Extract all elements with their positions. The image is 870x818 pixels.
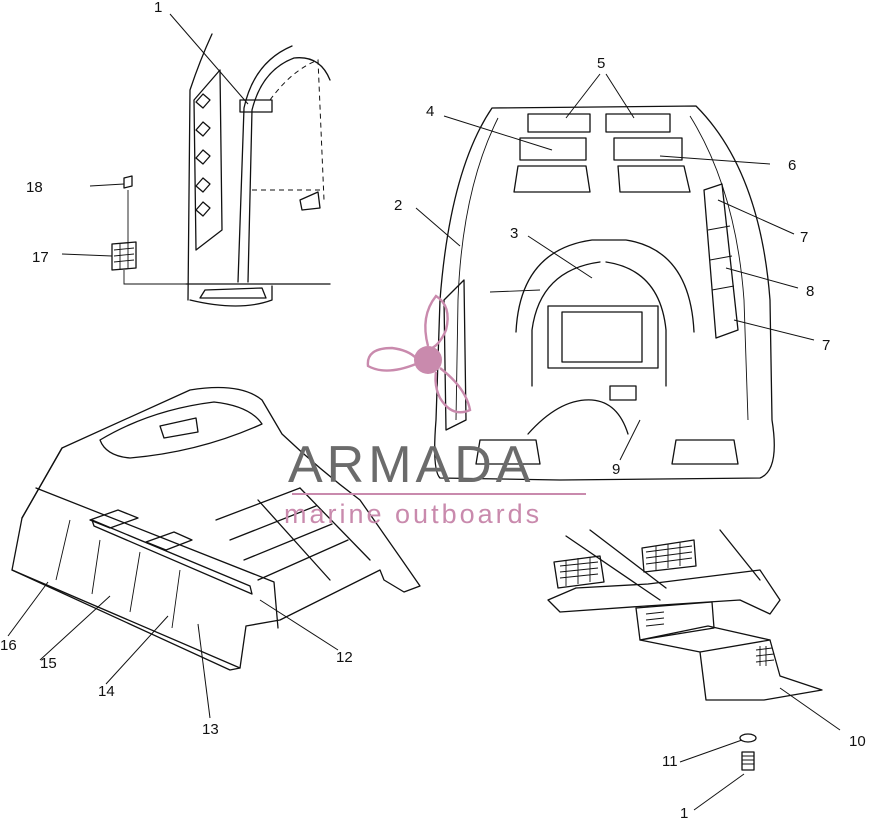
leader-lines xyxy=(7,13,841,811)
callout-7-lower: 7 xyxy=(822,337,830,354)
callout-15: 15 xyxy=(40,655,57,672)
callout-7-upper: 7 xyxy=(800,229,808,246)
callout-11: 11 xyxy=(662,753,678,770)
callout-18: 18 xyxy=(26,179,43,196)
callout-8: 8 xyxy=(806,283,814,300)
hood-top-drawing xyxy=(11,386,421,671)
callout-2: 2 xyxy=(394,197,402,214)
callout-4: 4 xyxy=(426,103,434,120)
callout-3: 3 xyxy=(510,225,518,242)
callout-9: 9 xyxy=(612,461,620,478)
airbox-detail-drawing xyxy=(547,529,823,771)
callout-1-bottom: 1 xyxy=(680,805,688,818)
callout-17: 17 xyxy=(32,249,49,266)
callout-5: 5 xyxy=(597,55,605,72)
callout-6: 6 xyxy=(788,157,796,174)
propeller-icon xyxy=(366,294,472,414)
watermark-tagline: marine outboards xyxy=(284,499,542,529)
hood-underside-drawing xyxy=(434,105,775,481)
watermark-brand: ARMADA xyxy=(288,436,534,494)
callout-10: 10 xyxy=(849,733,866,750)
callout-16: 16 xyxy=(0,637,17,654)
watermark: ARMADA marine outboards xyxy=(284,294,586,529)
callout-14: 14 xyxy=(98,683,115,700)
callout-12: 12 xyxy=(336,649,353,666)
callout-13: 13 xyxy=(202,721,219,738)
side-panel-drawing xyxy=(111,33,331,307)
callout-1-top: 1 xyxy=(154,0,162,16)
